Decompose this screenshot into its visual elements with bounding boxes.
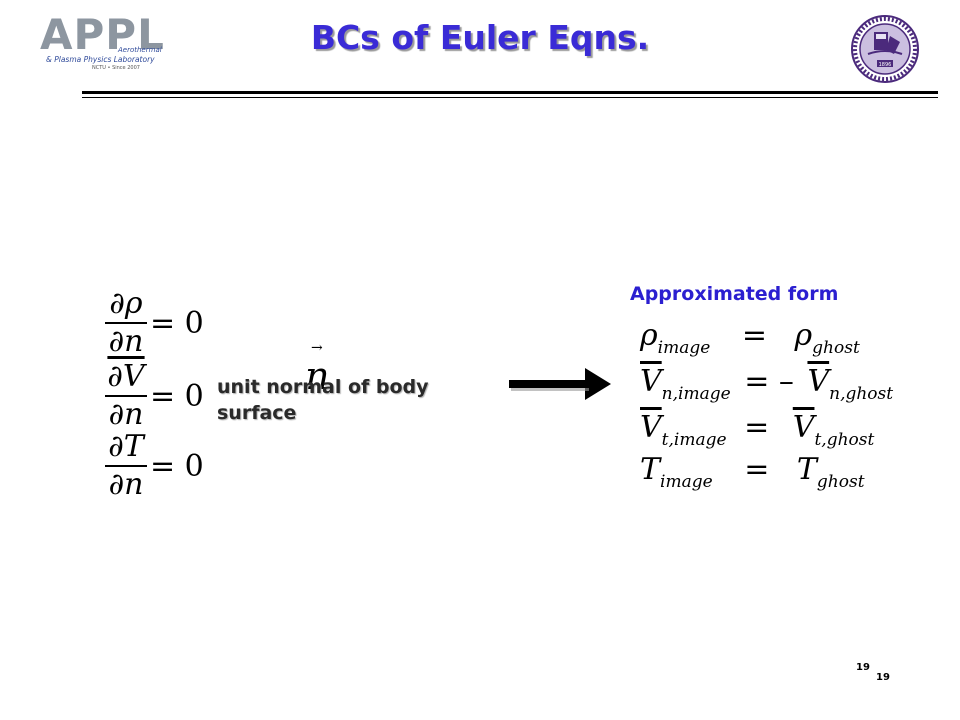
bc-density-rhs-sub: ghost — [812, 338, 860, 358]
vector-arrow: → — [311, 340, 323, 356]
eq-density-fraction: ∂ρ ∂n — [105, 288, 147, 358]
bc-vn-lhs: V — [640, 364, 662, 399]
bc-temperature-lhs: T — [640, 452, 661, 487]
bc-row-tangential-velocity: Vt,image = Vt,ghost — [640, 410, 874, 450]
eq-velocity-fraction: ∂V ∂n — [105, 361, 147, 431]
vector-letter: n — [305, 354, 330, 398]
slide-title: BCs of Euler Eqns. — [310, 18, 650, 57]
bc-vn-op: = – — [744, 364, 794, 399]
bc-vt-rhs-sub: t,ghost — [814, 430, 875, 450]
logo-line-3: NCTU • Since 2007 — [92, 65, 140, 71]
bc-density-rhs: ρ — [794, 318, 813, 353]
unit-normal-caption: unit normal of body surface — [217, 376, 429, 424]
bc-density-lhs: ρ — [640, 318, 658, 353]
bc-temperature-op: = — [744, 452, 770, 487]
bc-vt-lhs: V — [640, 410, 662, 445]
bc-row-temperature: Timage = Tghost — [640, 452, 865, 492]
bc-temperature-rhs: T — [796, 452, 817, 487]
bc-vn-rhs-sub: n,ghost — [829, 384, 894, 404]
university-seal-icon: 1896 — [851, 15, 919, 83]
logo-wordmark: APPL — [40, 10, 165, 59]
bc-row-density: ρimage = ρghost — [640, 318, 860, 358]
page-number: 19 — [856, 662, 870, 673]
eq-density-rhs: = 0 — [150, 306, 204, 341]
header-rule-thin — [82, 97, 938, 98]
eq-velocity-den: ∂n — [108, 397, 144, 432]
eq-velocity-rhs: = 0 — [150, 379, 204, 414]
eq-temperature-fraction: ∂T ∂n — [105, 431, 147, 501]
logo-line-2: & Plasma Physics Laboratory — [46, 55, 155, 64]
eq-density-den: ∂n — [108, 324, 144, 359]
normal-vector-symbol: → n — [303, 340, 333, 400]
bc-temperature-rhs-sub: ghost — [816, 472, 865, 492]
seal-year: 1896 — [879, 62, 892, 68]
logo-line-1: Aerothermal — [118, 46, 162, 54]
bc-density-op: = — [741, 318, 767, 353]
bc-vt-rhs: V — [792, 410, 815, 445]
page-number-duplicate: 19 — [876, 672, 890, 683]
eq-temperature-num: ∂T — [108, 429, 144, 464]
bc-vt-lhs-sub: t,image — [661, 430, 727, 450]
right-arrow-icon — [509, 368, 611, 400]
bc-temperature-lhs-sub: image — [660, 472, 713, 492]
bc-vn-rhs: V — [807, 364, 830, 399]
appl-logo: APPL Aerothermal & Plasma Physics Labora… — [40, 10, 200, 76]
bc-row-normal-velocity: Vn,image = – Vn,ghost — [640, 364, 893, 404]
eq-density-num: ∂ρ — [109, 286, 143, 321]
bc-vt-op: = — [744, 410, 770, 445]
bc-density-lhs-sub: image — [657, 338, 711, 358]
eq-velocity-num: ∂V — [107, 359, 145, 394]
header-rule — [82, 91, 938, 94]
eq-temperature-den: ∂n — [108, 467, 144, 502]
eq-temperature-rhs: = 0 — [150, 449, 204, 484]
bc-vn-lhs-sub: n,image — [661, 384, 731, 404]
approximated-form-label: Approximated form — [630, 283, 839, 305]
